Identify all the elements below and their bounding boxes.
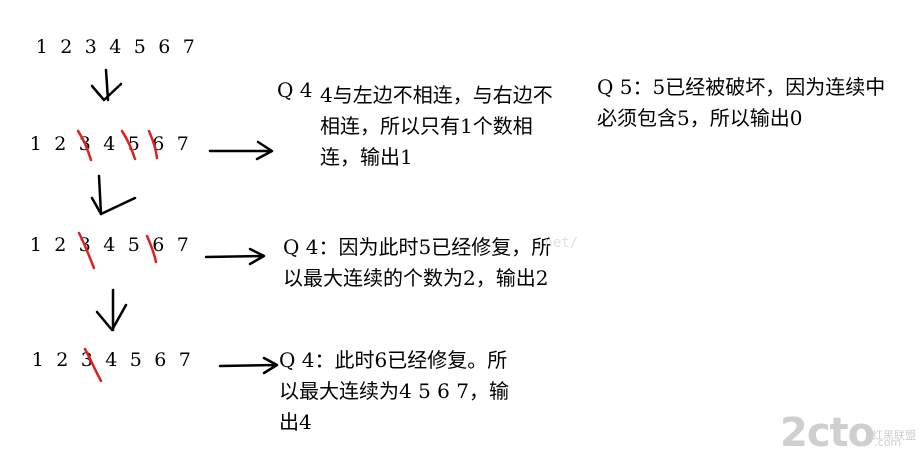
down-arrow-head bbox=[90, 196, 137, 216]
note-q5: Q 5：5已经被破坏，因为连续中必须包含5，所以输出0 bbox=[597, 75, 886, 130]
digit: 6 bbox=[152, 234, 166, 256]
digit: 4 bbox=[109, 36, 123, 58]
digit: 2 bbox=[54, 234, 68, 256]
digit: 4 bbox=[105, 349, 119, 371]
strike-mark bbox=[147, 129, 159, 160]
right-arrow-icon bbox=[208, 140, 274, 161]
digit: 7 bbox=[176, 133, 190, 155]
down-arrow-head bbox=[95, 303, 128, 332]
digit: 7 bbox=[182, 36, 196, 58]
digit: 6 bbox=[158, 36, 172, 58]
site-logo: 2cto.com bbox=[780, 410, 901, 456]
note-step-1: 4与左边不相连，与右边不相连，所以只有1个数相连，输出1 bbox=[320, 83, 553, 169]
strike-mark bbox=[83, 347, 103, 383]
logo-text: 2cto bbox=[780, 410, 875, 456]
logo-subtitle: 红黑联盟 bbox=[872, 429, 916, 442]
digit: 3 bbox=[84, 36, 98, 58]
digit: 6 bbox=[154, 349, 168, 371]
digit: 2 bbox=[56, 349, 70, 371]
strike-mark bbox=[77, 231, 96, 270]
right-arrow-icon bbox=[204, 247, 266, 266]
digit: 7 bbox=[176, 234, 190, 256]
logo-suffix: .com bbox=[874, 436, 902, 449]
note-step-3: Q 4：此时6已经修复。所以最大连续为4 5 6 7，输出4 bbox=[279, 348, 509, 434]
digit: 5 bbox=[133, 36, 147, 58]
q4-prefix: Q 4 bbox=[277, 78, 313, 102]
digit: 5 bbox=[129, 349, 143, 371]
strike-mark bbox=[145, 234, 158, 264]
strike-mark bbox=[120, 129, 137, 161]
digit: 2 bbox=[54, 133, 68, 155]
digit: 1 bbox=[29, 234, 43, 256]
note-step-2: Q 4：因为此时5已经修复，所以最大连续的个数为2，输出2 bbox=[283, 235, 552, 290]
digit: 1 bbox=[31, 349, 45, 371]
down-arrow-icon bbox=[97, 174, 103, 216]
strike-mark bbox=[76, 129, 93, 162]
digit: 2 bbox=[60, 36, 74, 58]
digit: 7 bbox=[178, 349, 192, 371]
digit: 5 bbox=[127, 234, 141, 256]
digit: 4 bbox=[103, 234, 117, 256]
watermark-url: .net/ bbox=[536, 235, 579, 251]
digit: 1 bbox=[35, 36, 49, 58]
right-arrow-icon bbox=[218, 356, 279, 375]
digit: 1 bbox=[29, 133, 43, 155]
digit: 4 bbox=[103, 133, 117, 155]
down-arrow-head bbox=[90, 82, 123, 102]
digit: 3 bbox=[80, 349, 94, 371]
